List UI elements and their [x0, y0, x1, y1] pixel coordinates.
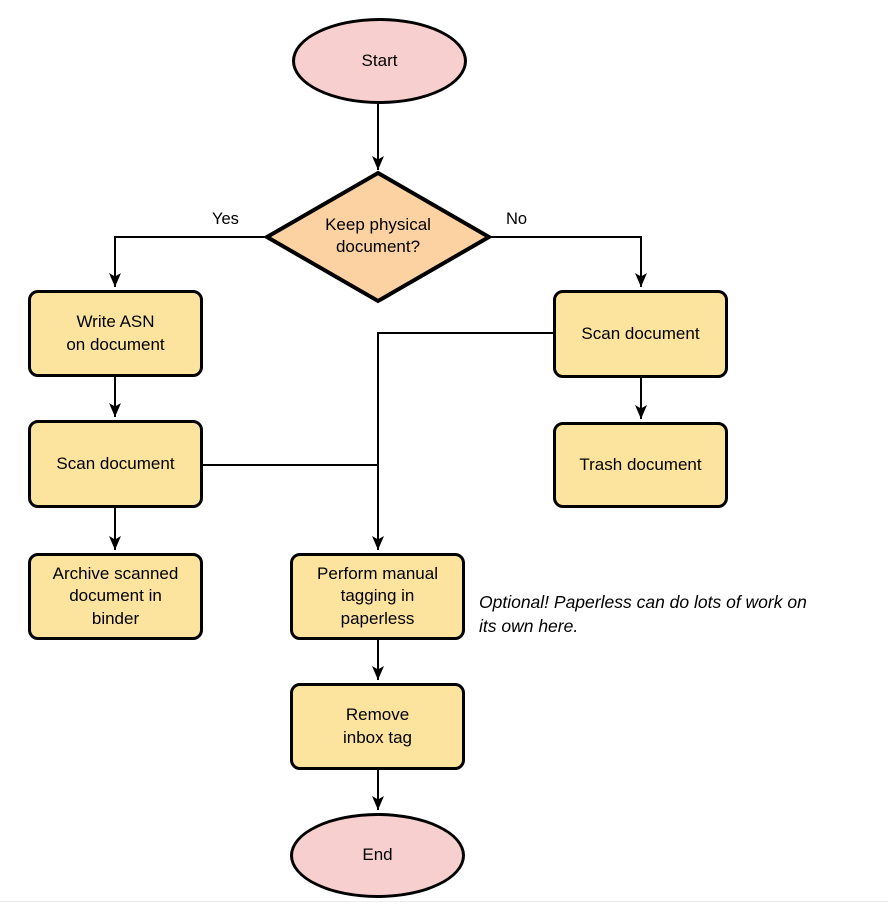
process-manual-tagging-label: Perform manual tagging in paperless	[317, 564, 438, 628]
optional-note: Optional! Paperless can do lots of work …	[479, 592, 807, 636]
process-write-asn-label: Write ASN on document	[66, 312, 165, 354]
end-node-label: End	[362, 845, 393, 865]
end-node: End	[290, 813, 465, 898]
process-write-asn: Write ASN on document	[28, 290, 203, 377]
process-archive-binder-label: Archive scanned document in binder	[52, 564, 179, 628]
process-scan-document-left: Scan document	[28, 420, 203, 508]
start-node-label: Start	[361, 50, 398, 70]
process-scan-document-left-label: Scan document	[56, 453, 175, 473]
process-trash-document: Trash document	[553, 422, 728, 508]
decision-diamond-shape	[262, 170, 494, 304]
bottom-divider	[0, 901, 888, 902]
start-node: Start	[292, 18, 467, 104]
connector-decision-yes-to-write-asn	[109, 236, 267, 287]
decision-node-label: Keep physical document?	[325, 215, 431, 257]
process-scan-document-right: Scan document	[553, 290, 728, 378]
process-trash-document-label: Trash document	[579, 454, 702, 474]
process-remove-inbox-tag: Remove inbox tag	[290, 683, 465, 770]
connector-decision-no-to-scan-right	[489, 236, 647, 287]
process-scan-document-right-label: Scan document	[581, 323, 700, 343]
process-remove-inbox-tag-label: Remove inbox tag	[343, 705, 412, 747]
connector-scan-right-to-tagging	[372, 332, 553, 550]
process-archive-binder: Archive scanned document in binder	[28, 553, 203, 640]
edge-label-no: No	[506, 210, 528, 228]
process-manual-tagging: Perform manual tagging in paperless	[290, 553, 465, 640]
edge-label-yes: Yes	[212, 210, 239, 228]
